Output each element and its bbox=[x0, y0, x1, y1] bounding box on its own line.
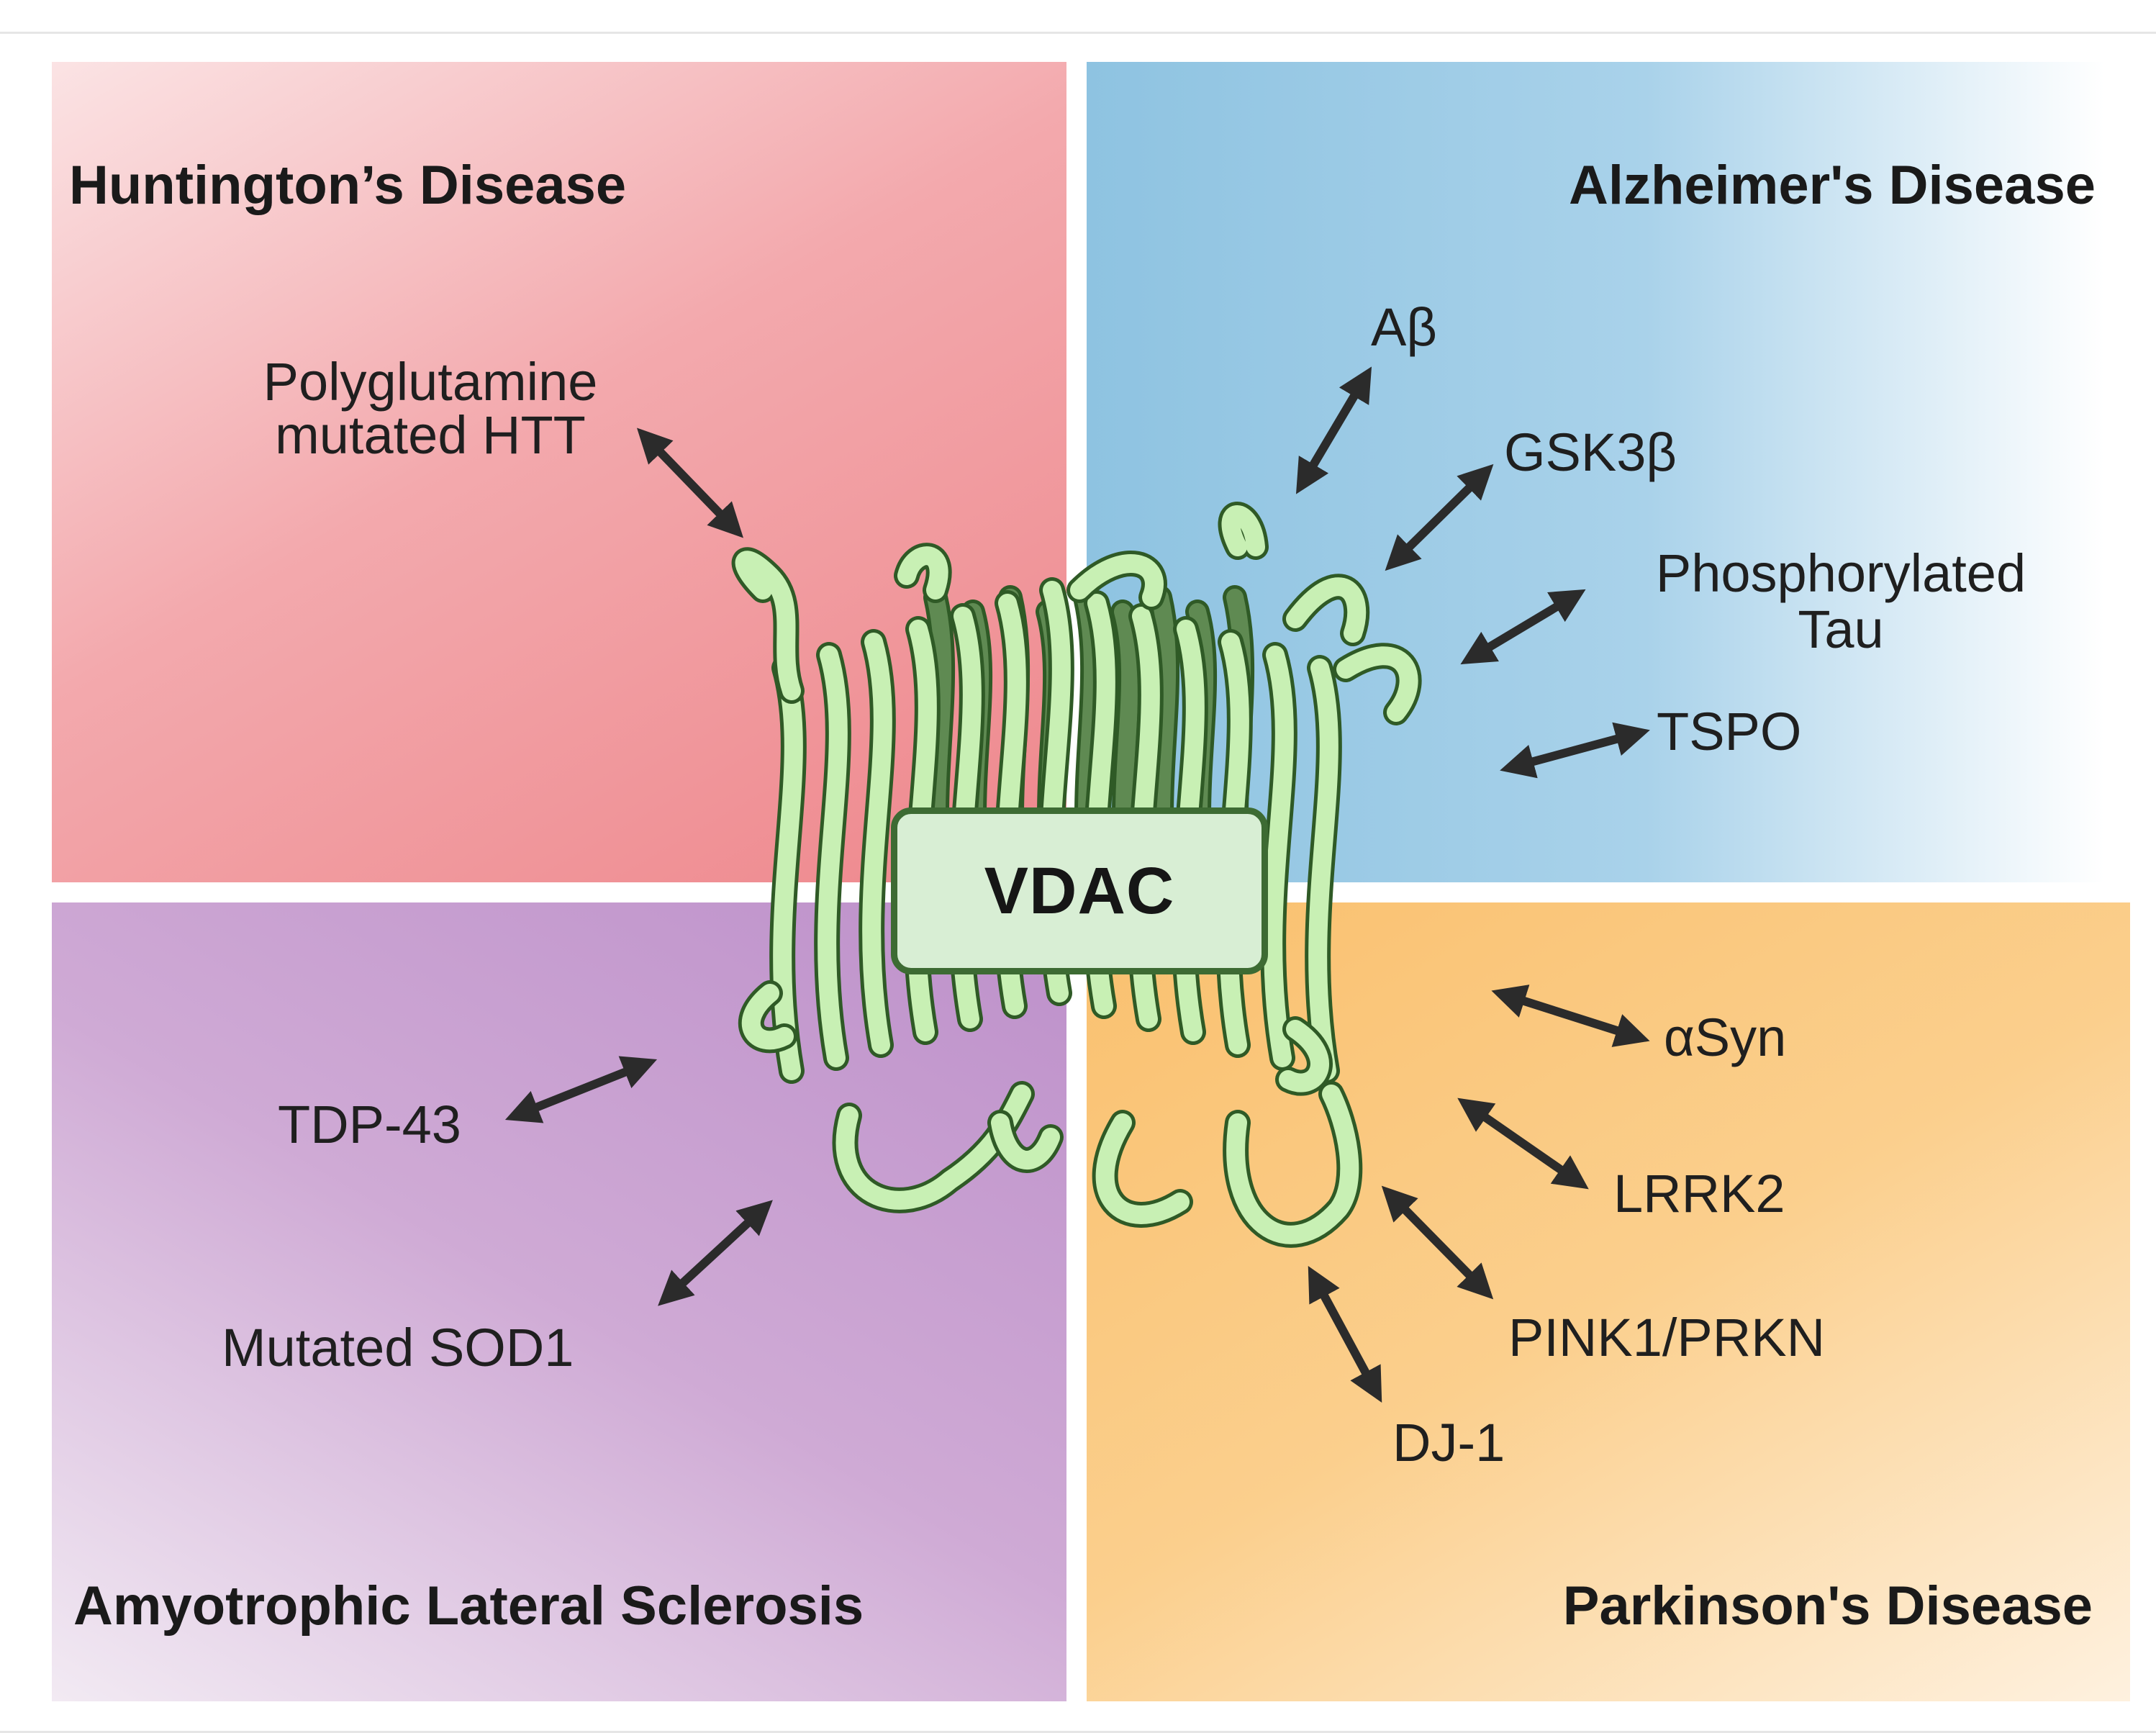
front-strand bbox=[862, 633, 892, 1054]
front-strand bbox=[1095, 1113, 1190, 1224]
arrow-pink1-icon bbox=[1381, 1185, 1494, 1300]
vdac-label: VDAC bbox=[984, 854, 1175, 928]
huntington-quadrant bbox=[52, 62, 1066, 882]
front-strand bbox=[897, 546, 948, 599]
arrow-asyn-icon bbox=[1491, 985, 1650, 1047]
front-strand bbox=[991, 1113, 1060, 1169]
als-title: Amyotrophic Lateral Sclerosis bbox=[73, 1575, 864, 1637]
arrows bbox=[504, 366, 1650, 1403]
front-strand bbox=[1221, 505, 1265, 556]
arrow-lrrk2-icon bbox=[1457, 1098, 1589, 1190]
front-strand bbox=[741, 984, 794, 1050]
label-polyglutamine: Polyglutamine bbox=[263, 352, 598, 412]
front-strand bbox=[1264, 646, 1294, 1067]
als-quadrant bbox=[52, 902, 1066, 1701]
front-strand bbox=[1226, 1085, 1359, 1244]
front-strand bbox=[1279, 1020, 1329, 1092]
label-pink1-prkn: PINK1/PRKN bbox=[1508, 1308, 1826, 1367]
label-tau: Tau bbox=[1798, 599, 1884, 659]
front-strand bbox=[817, 646, 848, 1067]
arrow-sod1-icon bbox=[658, 1200, 773, 1306]
arrow-gsk3b-icon bbox=[1385, 463, 1494, 571]
front-strand bbox=[735, 551, 801, 700]
parkinson-title: Parkinson's Disease bbox=[1562, 1575, 2093, 1637]
label-tspo: TSPO bbox=[1657, 702, 1802, 761]
label-tdp43: TDP-43 bbox=[278, 1095, 461, 1154]
arrow-tau-icon bbox=[1460, 589, 1586, 665]
front-strand bbox=[1336, 646, 1418, 722]
arrow-tdp43-icon bbox=[504, 1056, 658, 1123]
top-rule bbox=[0, 32, 2156, 34]
label-lrrk2: LRRK2 bbox=[1613, 1164, 1785, 1223]
arrow-htt-icon bbox=[636, 427, 744, 538]
alzheimer-title: Alzheimer's Disease bbox=[1568, 155, 2096, 216]
label-phosphorylated: Phosphorylated bbox=[1655, 543, 2026, 603]
label-gsk3b: GSK3β bbox=[1504, 422, 1677, 482]
front-strand bbox=[773, 659, 803, 1080]
arrow-dj1-icon bbox=[1308, 1265, 1382, 1403]
label-abeta: Aβ bbox=[1371, 297, 1437, 357]
front-strand bbox=[1070, 554, 1164, 607]
arrow-abeta-icon bbox=[1295, 366, 1372, 494]
label-asyn: αSyn bbox=[1664, 1008, 1787, 1067]
label-mutated-htt: mutated HTT bbox=[275, 405, 586, 465]
vdac-label-box: VDAC bbox=[891, 807, 1268, 974]
front-strand bbox=[1286, 577, 1367, 643]
front-strand bbox=[1308, 659, 1339, 1080]
label-mutated-sod1: Mutated SOD1 bbox=[222, 1318, 574, 1377]
label-dj1: DJ-1 bbox=[1392, 1413, 1505, 1472]
arrow-tspo-icon bbox=[1500, 722, 1650, 779]
huntington-title: Huntington’s Disease bbox=[69, 155, 627, 216]
